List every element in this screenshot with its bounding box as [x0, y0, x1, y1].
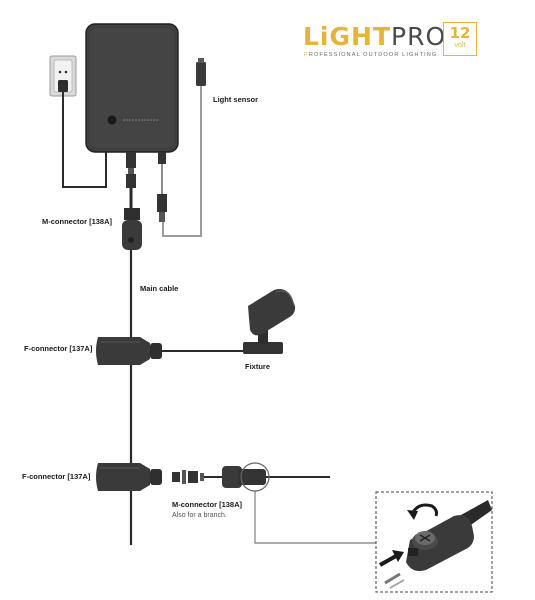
label-m-connector-branch: M-connector [138A] — [172, 500, 243, 509]
light-sensor-icon — [196, 58, 206, 86]
brand-tagline-first: P — [304, 52, 309, 58]
rotate-arrow-icon — [407, 503, 438, 520]
wall-socket-icon — [49, 55, 77, 97]
connector-icon — [96, 463, 162, 491]
power-cord — [62, 92, 107, 188]
label-f-connector-2: F-connector [137A] — [22, 472, 91, 481]
connector-icon — [122, 208, 142, 250]
voltage-unit: volt — [454, 42, 466, 49]
connector-icon — [172, 466, 266, 488]
label-light-sensor: Light sensor — [213, 95, 259, 104]
brand-name-pro: PRO — [391, 22, 447, 51]
plug-icon — [126, 152, 136, 188]
brand-name-light: LiGHT — [303, 22, 391, 51]
insert-arrow-icon — [379, 550, 404, 567]
transformer-icon — [85, 23, 179, 153]
leader-line — [254, 491, 378, 544]
label-f-connector-1: F-connector [137A] — [24, 344, 93, 353]
brand-tagline-rest: ROFESSIONAL OUTDOOR LIGHTING — [308, 52, 438, 58]
plug-icon — [157, 152, 167, 222]
connector-icon — [96, 337, 162, 365]
label-branch-note: Also for a branch. — [172, 512, 227, 519]
voltage-badge: 12 volt — [443, 22, 477, 56]
fixture-icon — [243, 289, 296, 354]
detail-connector — [384, 500, 492, 589]
label-fixture: Fixture — [245, 362, 271, 371]
brand-logo: LiGHTPRO PROFESSIONAL OUTDOOR LIGHTING 1… — [303, 22, 483, 62]
label-m-connector-top: M-connector [138A] — [42, 217, 113, 226]
label-main-cable: Main cable — [140, 284, 179, 293]
brand-name: LiGHTPRO — [303, 24, 446, 50]
light-sensor-cable — [162, 86, 202, 237]
voltage-number: 12 — [449, 24, 471, 42]
brand-tagline: PROFESSIONAL OUTDOOR LIGHTING — [304, 52, 437, 58]
